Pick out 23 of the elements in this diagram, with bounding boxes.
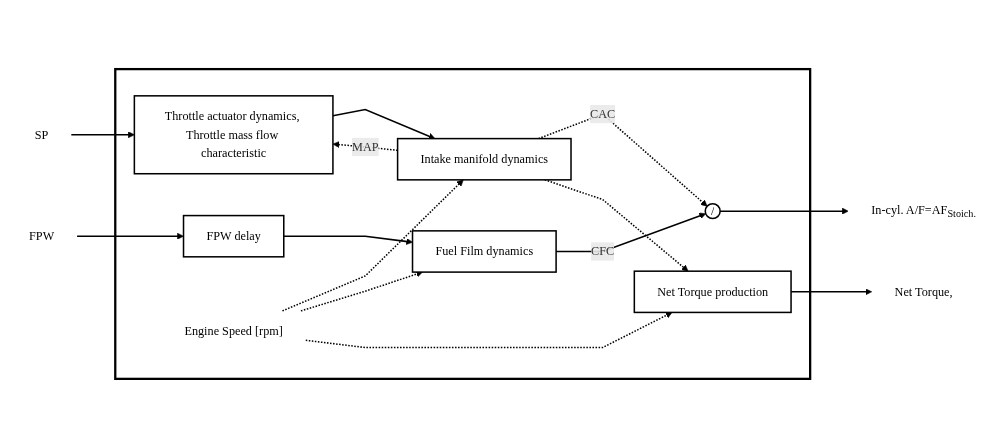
node-box: Throttle actuator dynamics, Throttle mass flow characteristic: [133, 95, 334, 175]
node-text: In-cyl. A/F=AF$_{Stoich.}$: [871, 203, 976, 220]
node-text: FPW: [29, 229, 55, 243]
arrow: [70, 131, 135, 139]
node-circle: /: [704, 203, 721, 220]
edge-label: CFC: [591, 244, 615, 258]
edge-label: MAP: [352, 140, 379, 154]
node-text: SP: [34, 127, 49, 141]
arrow: [76, 232, 184, 240]
node-box: Net Torque production: [633, 270, 792, 314]
node-text: Net Torque,: [894, 284, 953, 298]
arrow: [332, 108, 436, 140]
node-box: Fuel Film dynamics: [411, 230, 557, 273]
node-box: FPW delay: [182, 214, 285, 258]
node-box: Intake manifold dynamics: [396, 137, 572, 181]
edge-label: CAC: [590, 107, 616, 121]
arrow: [283, 235, 413, 245]
node-text: Engine Speed [rpm]: [184, 324, 283, 338]
arrow: [305, 312, 673, 349]
arrow: [719, 207, 849, 215]
arrow: [544, 179, 689, 272]
cluster: [114, 68, 812, 380]
arrow: [281, 179, 464, 312]
